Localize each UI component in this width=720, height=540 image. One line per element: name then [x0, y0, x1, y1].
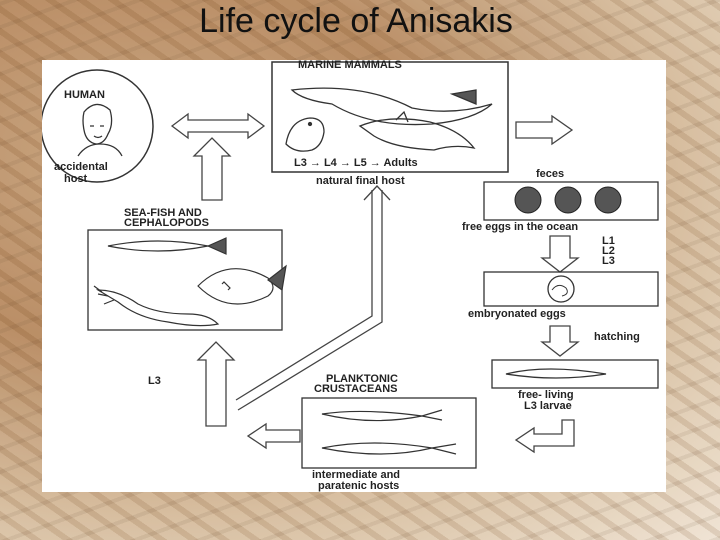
intermediate-hosts-label-1: intermediate and: [312, 469, 400, 481]
crustaceans-node: [301, 397, 477, 469]
sea-fish-label-2: CEPHALOPODS: [124, 217, 209, 229]
stage-l1-label: L1: [602, 235, 615, 247]
squid-icon: [93, 285, 220, 327]
hatching-label: hatching: [594, 331, 640, 343]
free-living-larvae-node: [491, 359, 659, 389]
embryonated-eggs-node: [483, 271, 659, 307]
natural-final-host-label: natural final host: [316, 175, 405, 187]
stage-sequence-label: L3 → L4 → L5 → Adults: [294, 157, 418, 169]
arrow-to-crustaceans: [514, 419, 575, 454]
human-host-node: HUMAN accidental host: [42, 69, 154, 185]
whale-icon: [290, 87, 493, 126]
arrow-crustaceans-to-fish: [196, 341, 236, 427]
arrow-crustaceans-left: [246, 422, 301, 450]
arrow-to-embryonated: [540, 235, 580, 273]
accidental-host-label-1: accidental: [54, 161, 108, 173]
arrow-to-feces: [515, 114, 574, 146]
seal-icon: [285, 117, 325, 152]
free-eggs-label: free eggs in the ocean: [462, 221, 578, 233]
human-label: HUMAN: [64, 89, 105, 101]
planktonic-label-1: PLANKTONIC: [326, 373, 398, 385]
diagram-canvas: HUMAN accidental host MARINE MAMMALS L3 …: [42, 60, 659, 492]
human-head-icon: [77, 103, 123, 157]
l3-transfer-label: L3: [148, 375, 161, 387]
small-fish-icon: [107, 237, 227, 255]
accidental-host-label-2: host: [64, 173, 88, 185]
marine-mammals-node: MARINE MAMMALS L3 → L4 → L5 → Adults: [271, 60, 509, 173]
free-living-label-2: L3 larvae: [524, 400, 572, 412]
marine-mammals-label: MARINE MAMMALS: [298, 60, 402, 71]
arrow-fish-to-human: [192, 137, 232, 201]
dolphin-icon: [358, 110, 476, 151]
stage-l3-label: L3: [602, 255, 615, 267]
sea-fish-node: [87, 229, 287, 331]
sea-fish-label-1: SEA-FISH AND: [124, 207, 202, 219]
embryonated-eggs-label: embryonated eggs: [468, 308, 566, 320]
arrow-human-mammals: [170, 112, 266, 140]
slide-title: Life cycle of Anisakis: [199, 2, 513, 40]
feces-node: [483, 181, 659, 221]
planktonic-label-2: CRUSTACEANS: [314, 383, 398, 395]
free-living-label-1: free- living: [518, 389, 574, 401]
krill-icon-1: [321, 409, 443, 422]
arrow-to-marine-mammals: [235, 185, 391, 411]
life-cycle-diagram: HUMAN accidental host MARINE MAMMALS L3 …: [42, 60, 666, 492]
intermediate-hosts-label-2: paratenic hosts: [318, 480, 399, 492]
krill-icon-2: [321, 442, 457, 455]
feces-label: feces: [536, 168, 564, 180]
arrow-hatching: [540, 325, 580, 357]
large-fish-icon: [197, 264, 287, 305]
stage-l2-label: L2: [602, 245, 615, 257]
